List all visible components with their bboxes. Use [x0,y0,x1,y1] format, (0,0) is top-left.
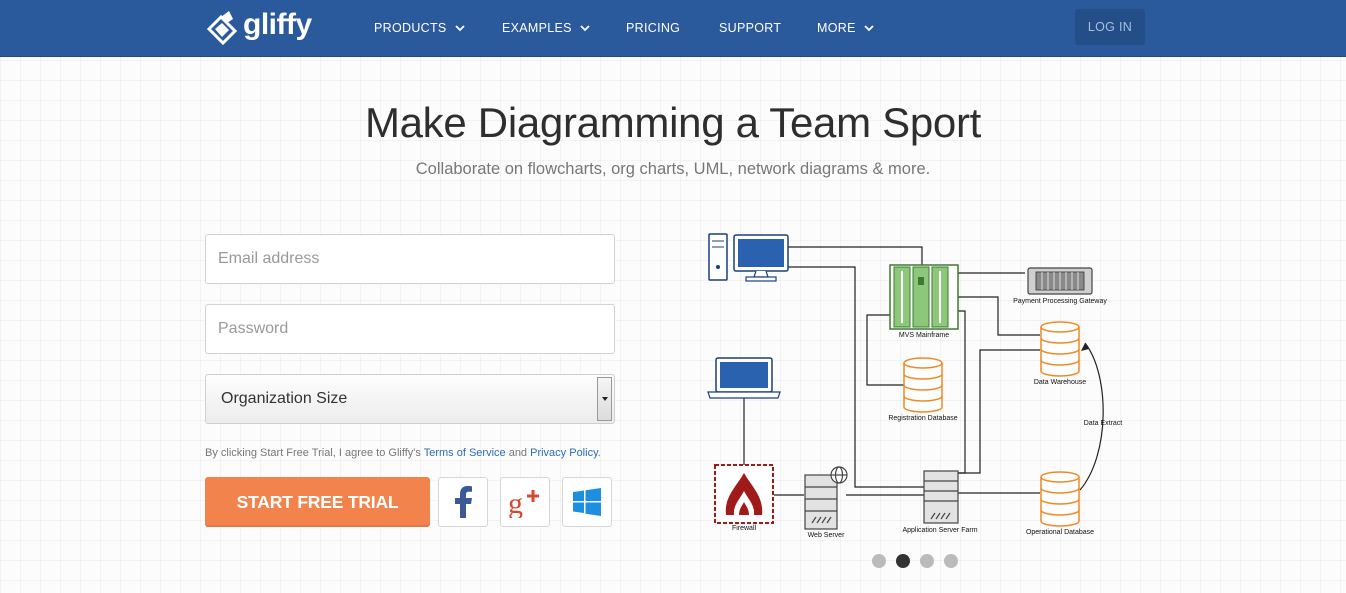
gliffy-logo[interactable]: gliffy [205,8,312,46]
privacy-policy-link[interactable]: Privacy Policy [530,447,598,459]
nav-examples-label: EXAMPLES [502,21,572,35]
top-navbar: gliffy PRODUCTS EXAMPLES PRICING SUPPORT… [0,0,1346,57]
nav-pricing[interactable]: PRICING [626,0,680,56]
carousel-dot[interactable] [944,554,958,568]
email-input[interactable] [205,234,615,284]
nav-products[interactable]: PRODUCTS [374,0,465,56]
mainframe-icon [889,264,959,330]
nav-support[interactable]: SUPPORT [719,0,781,56]
payment-gateway-icon [1027,267,1093,295]
nav-examples[interactable]: EXAMPLES [502,0,590,56]
windows-icon [573,488,601,516]
label-mainframe: MVS Mainframe [899,332,949,339]
label-payment-gateway: Payment Processing Gateway [1013,298,1107,305]
page-title: Make Diagramming a Team Sport [364,99,982,146]
login-button[interactable]: LOG IN [1075,9,1145,45]
label-application-server-farm: Application Server Farm [902,527,977,534]
terms-of-service-link[interactable]: Terms of Service [423,447,506,459]
organization-size-select[interactable]: Organization Size [205,374,615,424]
chevron-down-icon [864,25,874,32]
data-warehouse-database-icon [1040,321,1080,377]
password-input[interactable] [205,304,615,354]
legal-prefix: By clicking Start Free Trial, I agree to… [205,447,424,459]
google-plus-icon: g [508,487,539,518]
logo-text: gliffy [243,8,312,41]
legal-and: and [505,447,531,459]
carousel-pagination [872,554,958,568]
organization-size-value: Organization Size [221,390,348,407]
label-operational-database: Operational Database [1026,529,1094,536]
facebook-icon [455,486,472,518]
carousel-dot-active[interactable] [896,554,910,568]
arrow-head [1081,343,1089,351]
nav-more-label: MORE [817,21,856,35]
select-arrow-icon[interactable] [597,377,612,421]
nav-more[interactable]: MORE [817,0,874,56]
label-web-server: Web Server [808,532,845,539]
svg-text:g: g [508,487,523,518]
web-server-icon [804,466,848,530]
application-server-farm-icon [923,470,959,524]
registration-database-icon [903,357,943,413]
nav-pricing-label: PRICING [626,21,681,35]
start-free-trial-button[interactable]: START FREE TRIAL [205,477,430,527]
network-diagram-illustration: MVS Mainframe Payment Processing Gateway… [707,233,1123,539]
facebook-signup-button[interactable] [438,477,488,527]
legal-notice: By clicking Start Free Trial, I agree to… [205,447,601,459]
gliffy-logo-icon [206,11,238,45]
page-subtitle: Collaborate on flowcharts, org charts, U… [415,160,931,178]
windows-signup-button[interactable] [562,477,612,527]
laptop-icon [707,357,781,399]
desktop-computer-icon [708,233,789,282]
carousel-dot[interactable] [872,554,886,568]
label-firewall: Firewall [732,525,757,532]
carousel-dot[interactable] [920,554,934,568]
nav-support-label: SUPPORT [719,21,782,35]
connector-lines [743,246,1104,496]
legal-suffix: . [597,447,601,459]
label-data-extract: Data Extract [1084,420,1123,427]
label-registration-database: Registration Database [888,415,957,422]
label-data-warehouse: Data Warehouse [1034,379,1086,386]
nav-products-label: PRODUCTS [374,21,447,35]
google-plus-signup-button[interactable]: g [500,477,550,527]
firewall-icon [714,464,774,524]
chevron-down-icon [580,25,590,32]
operational-database-icon [1040,471,1080,527]
chevron-down-icon [454,25,465,32]
